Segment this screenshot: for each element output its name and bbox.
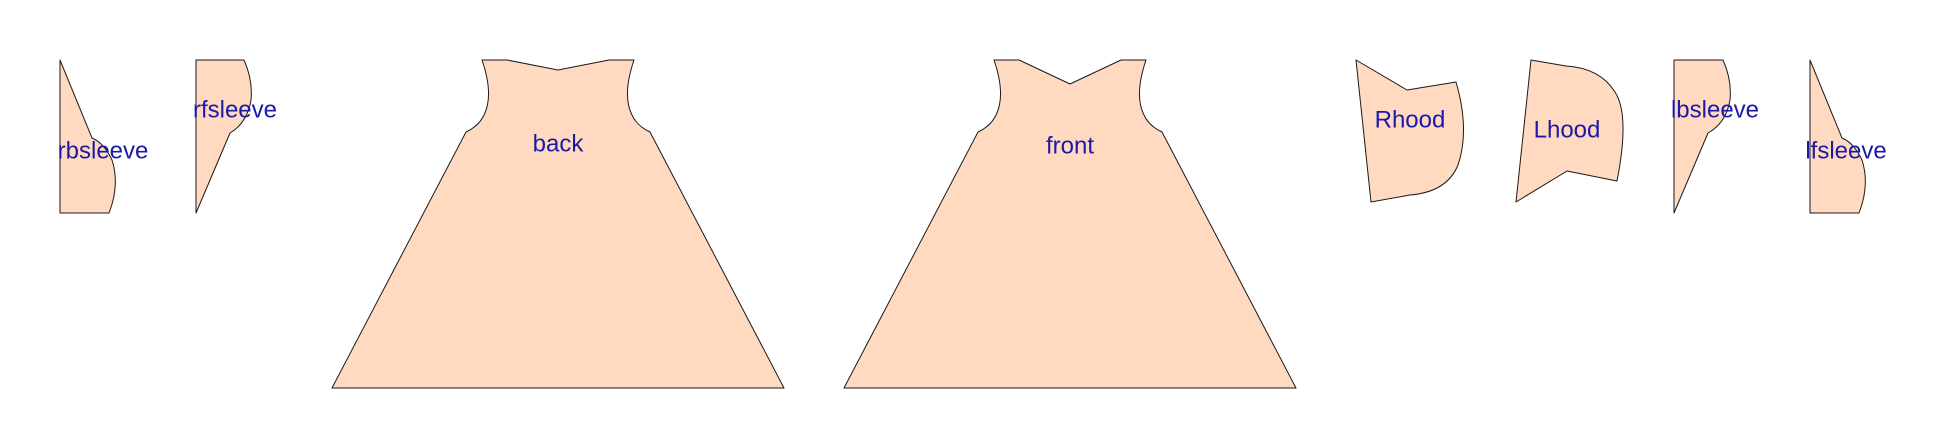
rhood-shape	[1355, 59, 1464, 203]
piece-rhood[interactable]: Rhood	[1355, 59, 1464, 203]
back-label: back	[533, 130, 585, 157]
piece-lhood[interactable]: Lhood	[1515, 59, 1624, 203]
piece-rfsleeve[interactable]: rfsleeve	[193, 59, 277, 214]
piece-lbsleeve[interactable]: lbsleeve	[1671, 59, 1759, 214]
front-shape	[843, 59, 1297, 389]
piece-back[interactable]: back	[331, 59, 785, 389]
piece-lfsleeve[interactable]: lfsleeve	[1805, 59, 1887, 214]
rfsleeve-shape	[195, 59, 252, 214]
rbsleeve-label: rbsleeve	[58, 137, 149, 164]
piece-front[interactable]: front	[843, 59, 1297, 389]
piece-rbsleeve[interactable]: rbsleeve	[58, 59, 149, 214]
lfsleeve-shape	[1809, 59, 1866, 214]
lbsleeve-label: lbsleeve	[1671, 96, 1759, 123]
lfsleeve-label: lfsleeve	[1805, 137, 1886, 164]
rhood-label: Rhood	[1375, 106, 1446, 133]
rfsleeve-label: rfsleeve	[193, 96, 277, 123]
front-label: front	[1046, 132, 1094, 159]
lhood-label: Lhood	[1534, 116, 1601, 143]
lbsleeve-shape	[1673, 59, 1731, 214]
rbsleeve-shape	[59, 59, 116, 214]
lhood-shape	[1515, 59, 1624, 203]
back-shape	[331, 59, 785, 389]
